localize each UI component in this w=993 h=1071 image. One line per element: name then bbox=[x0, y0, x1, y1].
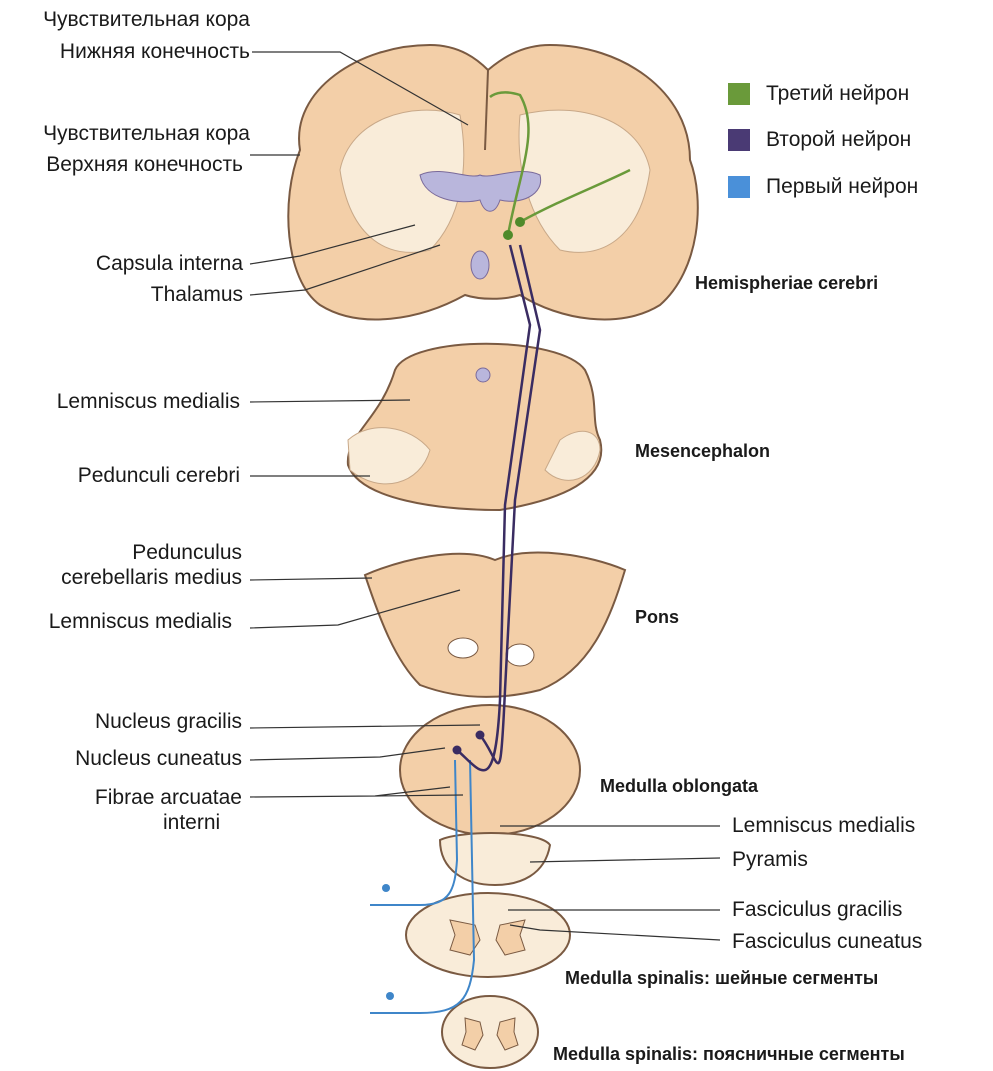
label-sensory-cortex-2: Чувствительная кора bbox=[0, 122, 250, 145]
lumbar-segment bbox=[442, 996, 538, 1068]
region-medulla-oblongata: Medulla oblongata bbox=[600, 775, 758, 798]
label-sensory-cortex-1: Чувствительная кора bbox=[0, 8, 250, 31]
label-fibrae-arcuatae-1: Fibrae arcuatae bbox=[0, 786, 242, 809]
region-hemispheriae: Hemispheriae cerebri bbox=[695, 272, 878, 295]
pons-nuclei-left bbox=[448, 638, 478, 658]
nucleus-cuneatus-dot bbox=[453, 746, 462, 755]
ganglion-cervical-icon bbox=[382, 884, 390, 892]
label-upper-limb: Верхняя конечность bbox=[0, 153, 243, 176]
label-thalamus: Thalamus bbox=[0, 283, 243, 306]
cervical-outline bbox=[406, 893, 570, 977]
pons-nuclei-right bbox=[506, 644, 534, 666]
legend-label-third: Третий нейрон bbox=[766, 82, 909, 106]
label-fasciculus-cuneatus: Fasciculus cuneatus bbox=[732, 930, 922, 953]
label-lemniscus-medialis-pons: Lemniscus medialis bbox=[0, 610, 232, 633]
mesencephalon-outline bbox=[348, 344, 601, 510]
label-fasciculus-gracilis: Fasciculus gracilis bbox=[732, 898, 902, 921]
region-mesencephalon: Mesencephalon bbox=[635, 440, 770, 463]
pons-outline bbox=[365, 553, 625, 697]
region-spinal-lumbar: Medulla spinalis: поясничные сегменты bbox=[553, 1043, 905, 1066]
region-pons: Pons bbox=[635, 606, 679, 629]
medulla-outline bbox=[400, 705, 580, 835]
legend-item-first: Первый нейрон bbox=[728, 175, 918, 199]
legend-item-third: Третий нейрон bbox=[728, 82, 909, 106]
nucleus-gracilis-dot bbox=[476, 731, 485, 740]
label-pyramis: Pyramis bbox=[732, 848, 808, 871]
label-lemniscus-medialis-mid: Lemniscus medialis bbox=[0, 390, 240, 413]
third-ventricle bbox=[471, 251, 489, 279]
label-fibrae-arcuatae-2: interni bbox=[163, 811, 220, 834]
cervical-segment bbox=[406, 893, 570, 977]
ganglion-lumbar-icon bbox=[386, 992, 394, 1000]
region-spinal-cervical: Medulla spinalis: шейные сегменты bbox=[565, 967, 878, 990]
label-lower-limb: Нижняя конечность bbox=[0, 40, 250, 63]
label-pedunculi-cerebri: Pedunculi cerebri bbox=[0, 464, 240, 487]
thalamic-neuron-dot-2 bbox=[515, 217, 525, 227]
label-pedunculus-1: Pedunculus bbox=[0, 541, 242, 564]
label-nucleus-cuneatus: Nucleus cuneatus bbox=[0, 747, 242, 770]
purple-square-icon bbox=[728, 129, 750, 151]
label-capsula-interna: Capsula interna bbox=[0, 252, 243, 275]
mesencephalon-section bbox=[348, 344, 601, 510]
legend-label-second: Второй нейрон bbox=[766, 128, 911, 152]
thalamic-neuron-dot-1 bbox=[503, 230, 513, 240]
legend-label-first: Первый нейрон bbox=[766, 175, 918, 199]
label-pedunculus-2: cerebellaris medius bbox=[0, 566, 242, 589]
lumbar-outline bbox=[442, 996, 538, 1068]
legend-item-second: Второй нейрон bbox=[728, 128, 911, 152]
aqueduct bbox=[476, 368, 490, 382]
pons-section bbox=[365, 553, 625, 697]
label-nucleus-gracilis: Nucleus gracilis bbox=[0, 710, 242, 733]
label-lemniscus-medialis-right: Lemniscus medialis bbox=[732, 814, 915, 837]
brain-section bbox=[288, 45, 697, 319]
green-square-icon bbox=[728, 83, 750, 105]
blue-square-icon bbox=[728, 176, 750, 198]
